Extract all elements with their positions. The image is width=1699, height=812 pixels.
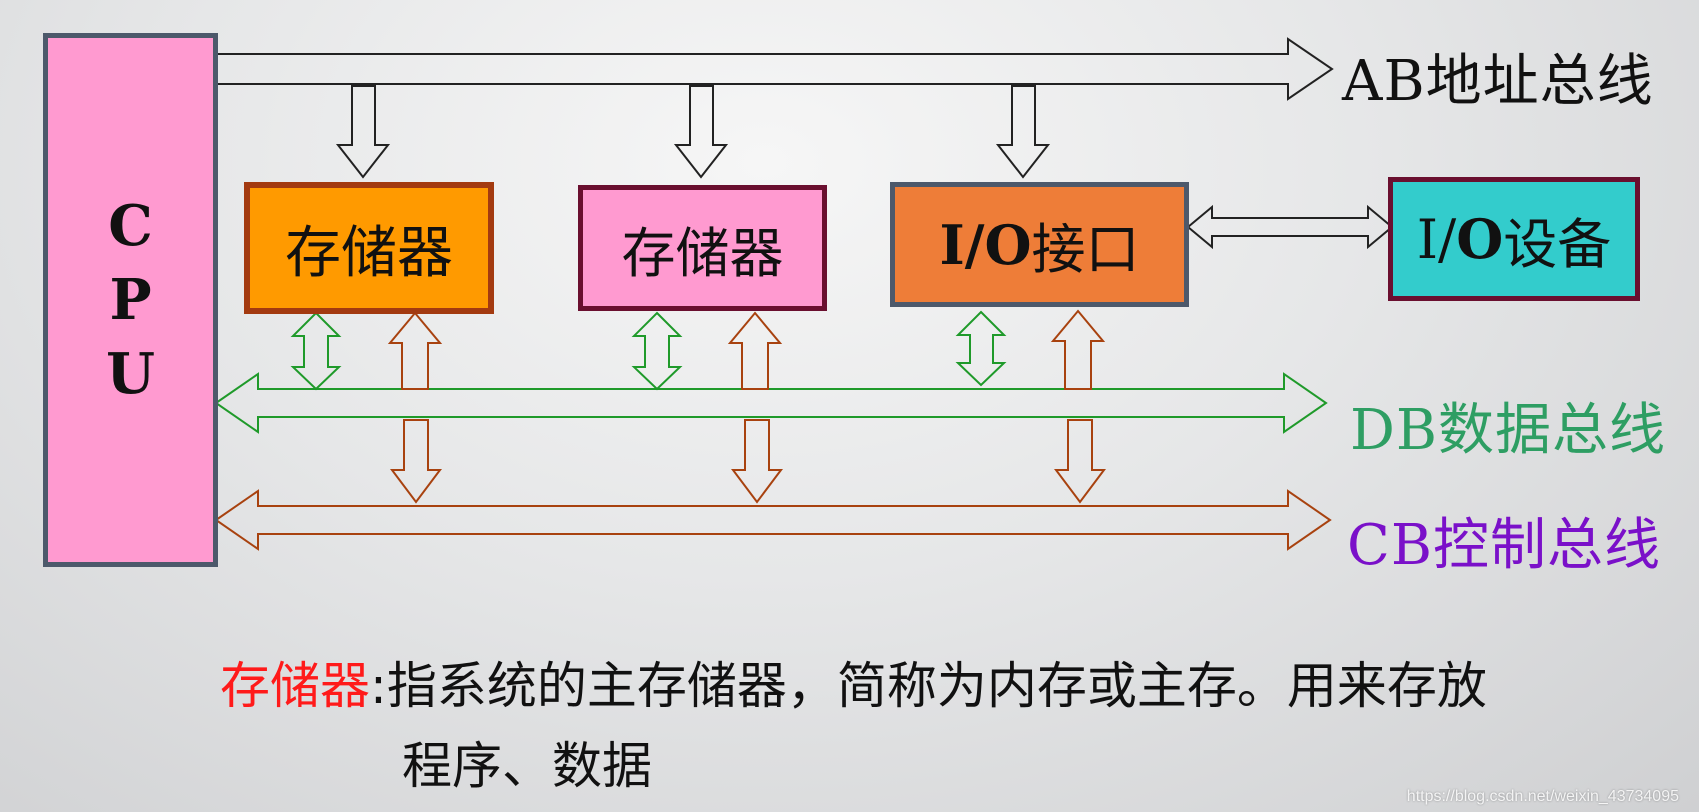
ioport-control-up-arrow: [1050, 309, 1106, 390]
address-to-memory2-arrow: [673, 85, 729, 179]
cpu-letter-u: U: [106, 341, 155, 407]
ioport-control-down-arrow: [1054, 419, 1106, 504]
control-bus-label: CB控制总线: [1347, 513, 1661, 578]
address-to-memory1-arrow: [335, 85, 391, 179]
memory2-control-down-arrow: [731, 419, 783, 504]
memory1-block: 存储器: [244, 182, 494, 314]
cpu-letter-p: P: [109, 267, 152, 333]
memory2-label: 存储器: [621, 221, 784, 285]
memory1-data-arrow: [290, 311, 342, 391]
memory2-block: 存储器: [578, 185, 827, 311]
cpu-letter-c: C: [108, 193, 153, 259]
memory2-control-up-arrow: [727, 311, 783, 390]
io-port-label-rest: 接口: [1031, 218, 1140, 281]
address-bus-label: AB地址总线: [1342, 49, 1654, 114]
cpu-block: C P U: [43, 33, 218, 567]
watermark: https://blog.csdn.net/weixin_43734095: [1406, 788, 1679, 805]
io-port-label-bold: I/O: [939, 212, 1032, 277]
memory-note-line2: 程序、数据: [402, 737, 652, 795]
memory-note-line1: 存储器:指系统的主存储器，简称为内存或主存。用来存放: [220, 646, 1487, 726]
ioport-device-arrow: [1186, 204, 1394, 250]
io-device-label-a: I/: [1416, 207, 1457, 271]
memory1-label: 存储器: [285, 220, 453, 286]
data-bus-label: DB数据总线: [1350, 398, 1667, 463]
data-bus-arrow: [214, 372, 1328, 434]
control-bus-arrow: [214, 489, 1332, 551]
ioport-data-arrow: [955, 310, 1007, 387]
address-bus-arrow: [215, 37, 1334, 101]
memory-note-term: 存储器: [220, 657, 370, 715]
io-device-label-bold: O: [1456, 207, 1504, 271]
io-device-label-rest: 设备: [1503, 212, 1612, 276]
memory1-control-down-arrow: [390, 419, 442, 504]
memory2-data-arrow: [631, 311, 683, 391]
memory1-control-up-arrow: [387, 311, 443, 390]
memory-note-text1: :指系统的主存储器，简称为内存或主存。用来存放: [370, 657, 1487, 715]
address-to-ioport-arrow: [995, 85, 1051, 179]
